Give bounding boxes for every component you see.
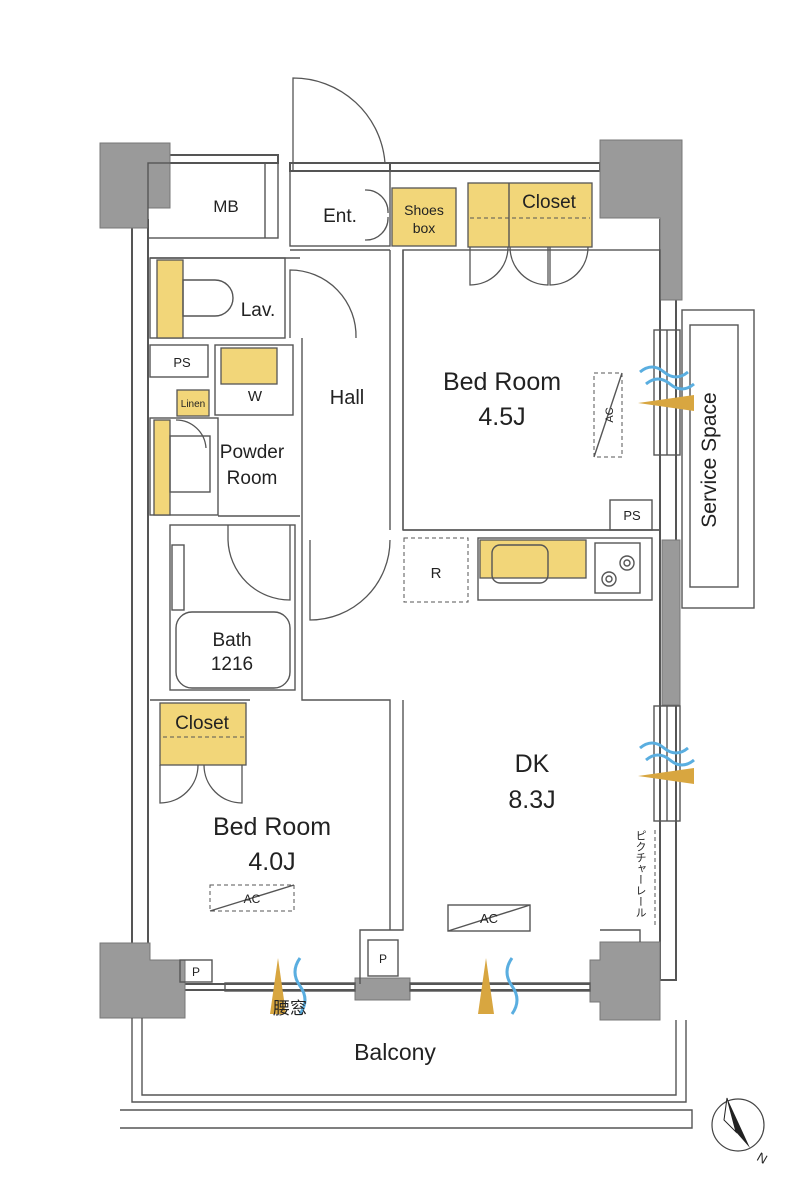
wind-icon-dk-bottom xyxy=(505,957,519,1015)
bed1-size-label: 4.5J xyxy=(478,403,525,431)
shoes-box[interactable] xyxy=(391,187,457,247)
r-label: R xyxy=(431,565,442,582)
light-icon-bed2 xyxy=(270,958,286,1014)
powder-room xyxy=(149,417,219,516)
kitchen-sink-counter xyxy=(479,539,587,579)
shoes-box-label-1: Shoes xyxy=(404,202,444,218)
pillar-top-left xyxy=(99,142,171,229)
closet-top[interactable] xyxy=(467,182,593,248)
bath-label-1: Bath xyxy=(212,630,251,651)
powder-label-2: Room xyxy=(227,468,278,489)
bed1-name-label: Bed Room xyxy=(443,368,561,396)
bed2-size-label: 4.0J xyxy=(248,848,295,876)
powder-counter xyxy=(153,419,171,516)
ps-right-label: PS xyxy=(623,508,641,523)
service-space xyxy=(681,309,755,609)
mb-label: MB xyxy=(213,197,239,216)
p-left-box xyxy=(179,959,213,983)
linen-closet[interactable] xyxy=(176,389,210,417)
closet-top-doors[interactable] xyxy=(469,246,589,286)
washer-area xyxy=(214,344,294,416)
shoes-box-label-2: box xyxy=(413,220,436,236)
pillar-top-right xyxy=(599,139,683,301)
right-wall-segment xyxy=(661,539,681,706)
kitchen-sink xyxy=(491,544,549,584)
bottom-windows xyxy=(224,982,591,992)
lavatory-door[interactable] xyxy=(289,269,357,339)
pillars xyxy=(99,139,683,1021)
toilet-bowl xyxy=(182,279,234,317)
light-icon-dk xyxy=(638,768,694,784)
p-mid-box xyxy=(367,939,399,977)
powder-label-1: Powder xyxy=(220,442,285,463)
hall-label: Hall xyxy=(330,387,364,409)
bed2-name-label: Bed Room xyxy=(213,813,331,841)
pillar-bottom-mid xyxy=(354,977,411,1001)
lav-label: Lav. xyxy=(241,300,276,321)
ps-left-label: PS xyxy=(173,355,191,370)
entrance-area xyxy=(289,170,391,247)
closet-left-doors[interactable] xyxy=(159,764,243,804)
closet-top-label: Closet xyxy=(522,192,577,213)
dk-name-label: DK xyxy=(515,750,550,778)
wind-icon-bed1 xyxy=(639,365,695,391)
ac-bed1-label: AC xyxy=(604,407,616,422)
wind-icon-dk xyxy=(639,741,695,767)
wind-icon-bed2 xyxy=(293,957,307,1015)
light-icon-dk-bottom xyxy=(478,958,494,1014)
ps-left xyxy=(149,344,209,378)
ent-label: Ent. xyxy=(323,206,357,227)
picture-rail-label: ピクチャーレール xyxy=(634,830,647,918)
dk-size-label: 8.3J xyxy=(508,786,555,814)
mb-room xyxy=(147,162,279,239)
ac-bed1 xyxy=(593,372,623,458)
w-label: W xyxy=(248,388,263,405)
balcony-area xyxy=(120,1018,693,1129)
hall-door[interactable] xyxy=(309,539,391,621)
service-space-label: Service Space xyxy=(698,392,721,527)
ac-dk-label: AC xyxy=(480,911,498,926)
p-mid-label: P xyxy=(379,952,387,966)
stove xyxy=(594,542,641,594)
compass-n-label: N xyxy=(754,1149,770,1167)
entrance-door[interactable] xyxy=(292,77,386,171)
ac-bed2-label: AC xyxy=(244,892,261,906)
ac-dk xyxy=(447,904,531,932)
pillar-bottom-right xyxy=(589,941,661,1021)
refrigerator xyxy=(403,537,469,603)
bath-label-2: 1216 xyxy=(211,654,253,675)
light-icon-bed1 xyxy=(638,395,694,411)
bathroom xyxy=(169,524,296,691)
bath-door[interactable] xyxy=(227,525,291,601)
p-left-label: P xyxy=(192,965,200,979)
kitchen-counter xyxy=(477,537,653,601)
closet-left-label: Closet xyxy=(175,713,230,734)
closet-left[interactable] xyxy=(159,702,247,766)
toilet-tank xyxy=(156,259,184,339)
north-arrow-icon xyxy=(727,1098,750,1148)
koshimado-label: 腰窓 xyxy=(273,999,307,1018)
ac-bed2 xyxy=(209,884,295,912)
washer xyxy=(220,347,278,385)
pillar-bottom-left xyxy=(99,942,186,1019)
balcony-label: Balcony xyxy=(354,1039,436,1065)
bathtub xyxy=(175,611,291,689)
compass xyxy=(711,1097,765,1152)
linen-label: Linen xyxy=(181,399,205,410)
